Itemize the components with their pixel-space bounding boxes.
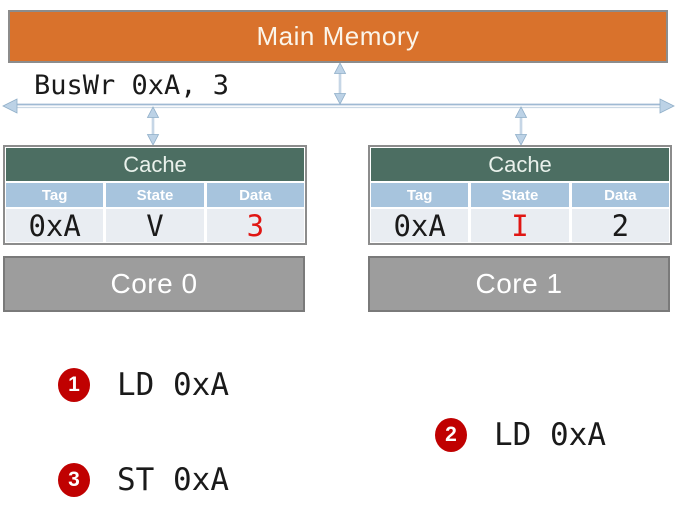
cache-0: Cache Tag State Data 0xA V 3	[3, 145, 307, 245]
core-1-box: Core 1	[368, 256, 670, 312]
cache-1-col-state: State	[471, 183, 569, 207]
cache-0-header-row: Tag State Data	[6, 183, 304, 207]
operation-3-label: ST 0xA	[117, 462, 229, 498]
operation-2: 2 LD 0xA	[435, 417, 606, 453]
cache-1-data-row: 0xA I 2	[371, 209, 669, 243]
operation-1-label: LD 0xA	[117, 367, 229, 403]
operation-1-badge: 1	[58, 368, 90, 402]
bus-cache1-arrow	[514, 106, 528, 146]
cache-0-col-state: State	[106, 183, 204, 207]
cache-1-header-row: Tag State Data	[371, 183, 669, 207]
cache-1: Cache Tag State Data 0xA I 2	[368, 145, 672, 245]
core-0-box: Core 0	[3, 256, 305, 312]
operation-3: 3 ST 0xA	[58, 462, 229, 498]
core-1-label: Core 1	[475, 268, 563, 299]
cache-1-tag-value: 0xA	[371, 209, 469, 243]
operation-3-badge: 3	[58, 463, 90, 497]
cache-1-col-tag: Tag	[371, 183, 469, 207]
cache-0-tag-value: 0xA	[6, 209, 104, 243]
cache-1-title: Cache	[371, 148, 669, 181]
cache-0-col-data: Data	[206, 183, 304, 207]
operation-2-label: LD 0xA	[494, 417, 606, 453]
core-0-label: Core 0	[110, 268, 198, 299]
cache-0-col-tag: Tag	[6, 183, 104, 207]
cache-0-data-row: 0xA V 3	[6, 209, 304, 243]
cache-0-state-value: V	[106, 209, 204, 243]
cache-1-col-data: Data	[571, 183, 669, 207]
cache-1-data-value: 2	[571, 209, 669, 243]
main-memory-label: Main Memory	[256, 21, 420, 51]
cache-0-data-value: 3	[206, 209, 304, 243]
bus-cache0-arrow	[146, 106, 160, 146]
operation-2-badge: 2	[435, 418, 467, 452]
memory-bus-arrow	[333, 62, 347, 105]
bus-transaction-label: BusWr 0xA, 3	[34, 70, 230, 101]
main-memory-box: Main Memory	[8, 10, 668, 63]
cache-1-state-value: I	[471, 209, 569, 243]
operation-1: 1 LD 0xA	[58, 367, 229, 403]
cache-0-title: Cache	[6, 148, 304, 181]
bus-arrow	[2, 98, 675, 114]
